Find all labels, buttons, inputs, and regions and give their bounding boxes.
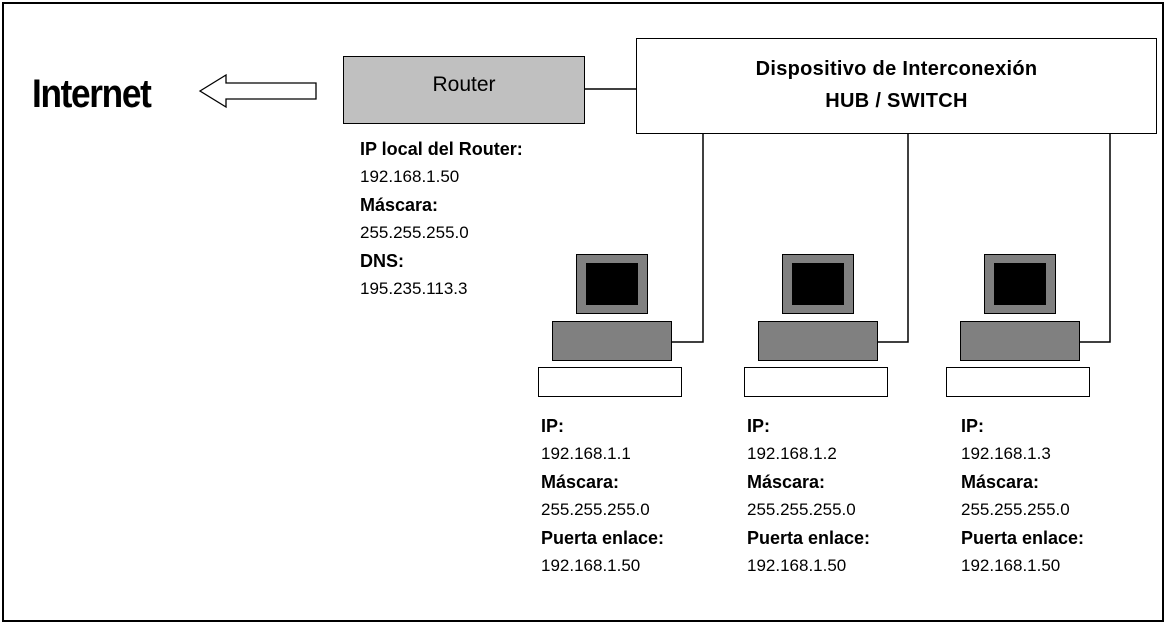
pc-gateway-value: 192.168.1.50 <box>747 556 847 575</box>
keyboard <box>538 367 682 397</box>
monitor <box>576 254 648 314</box>
switch-subtitle: HUB / SWITCH <box>825 90 968 112</box>
pc-ip-label: IP: <box>541 416 565 436</box>
left-arrow-icon <box>198 73 317 109</box>
pc-ip-value: 192.168.1.1 <box>541 444 631 463</box>
pc-mask-value: 255.255.255.0 <box>961 500 1070 519</box>
internet-label: Internet <box>32 72 152 116</box>
switch-title: Dispositivo de Interconexión <box>755 58 1038 80</box>
router-mask-label: Máscara: <box>360 195 439 215</box>
router-ip-label: IP local del Router: <box>360 139 523 159</box>
pc-gateway-label: Puerta enlace: <box>541 528 665 548</box>
switch-pc3-link <box>1080 134 1111 343</box>
pc-mask-value: 255.255.255.0 <box>747 500 856 519</box>
router-box: Router <box>343 56 585 124</box>
computer-icon <box>946 254 1090 404</box>
computer-icon <box>744 254 888 404</box>
pc-mask-label: Máscara: <box>961 472 1040 492</box>
computer-icon <box>538 254 682 404</box>
pc-gateway-label: Puerta enlace: <box>747 528 871 548</box>
pc-ip-value: 192.168.1.3 <box>961 444 1051 463</box>
computer-case <box>960 321 1080 361</box>
screen <box>586 263 638 305</box>
computer-case <box>552 321 672 361</box>
pc-gateway-value: 192.168.1.50 <box>961 556 1061 575</box>
pc1-info: IP: 192.168.1.1 Máscara: 255.255.255.0 P… <box>541 412 664 580</box>
router-info: IP local del Router: 192.168.1.50 Máscar… <box>360 135 523 303</box>
pc-gateway-value: 192.168.1.50 <box>541 556 641 575</box>
switch-pc2-link <box>878 134 909 343</box>
pc3-info: IP: 192.168.1.3 Máscara: 255.255.255.0 P… <box>961 412 1084 580</box>
monitor <box>782 254 854 314</box>
router-ip-value: 192.168.1.50 <box>360 167 460 186</box>
monitor <box>984 254 1056 314</box>
pc-ip-label: IP: <box>961 416 985 436</box>
pc-mask-value: 255.255.255.0 <box>541 500 650 519</box>
pc-gateway-label: Puerta enlace: <box>961 528 1085 548</box>
keyboard <box>946 367 1090 397</box>
pc2-info: IP: 192.168.1.2 Máscara: 255.255.255.0 P… <box>747 412 870 580</box>
router-label: Router <box>432 73 496 96</box>
switch-box: Dispositivo de Interconexión HUB / SWITC… <box>636 38 1157 134</box>
pc-mask-label: Máscara: <box>541 472 620 492</box>
switch-pc1-link <box>672 134 704 343</box>
pc-ip-value: 192.168.1.2 <box>747 444 837 463</box>
keyboard <box>744 367 888 397</box>
screen <box>792 263 844 305</box>
screen <box>994 263 1046 305</box>
router-dns-value: 195.235.113.3 <box>360 279 468 298</box>
pc-ip-label: IP: <box>747 416 771 436</box>
computer-case <box>758 321 878 361</box>
router-dns-label: DNS: <box>360 251 404 271</box>
pc-mask-label: Máscara: <box>747 472 826 492</box>
router-mask-value: 255.255.255.0 <box>360 223 469 242</box>
